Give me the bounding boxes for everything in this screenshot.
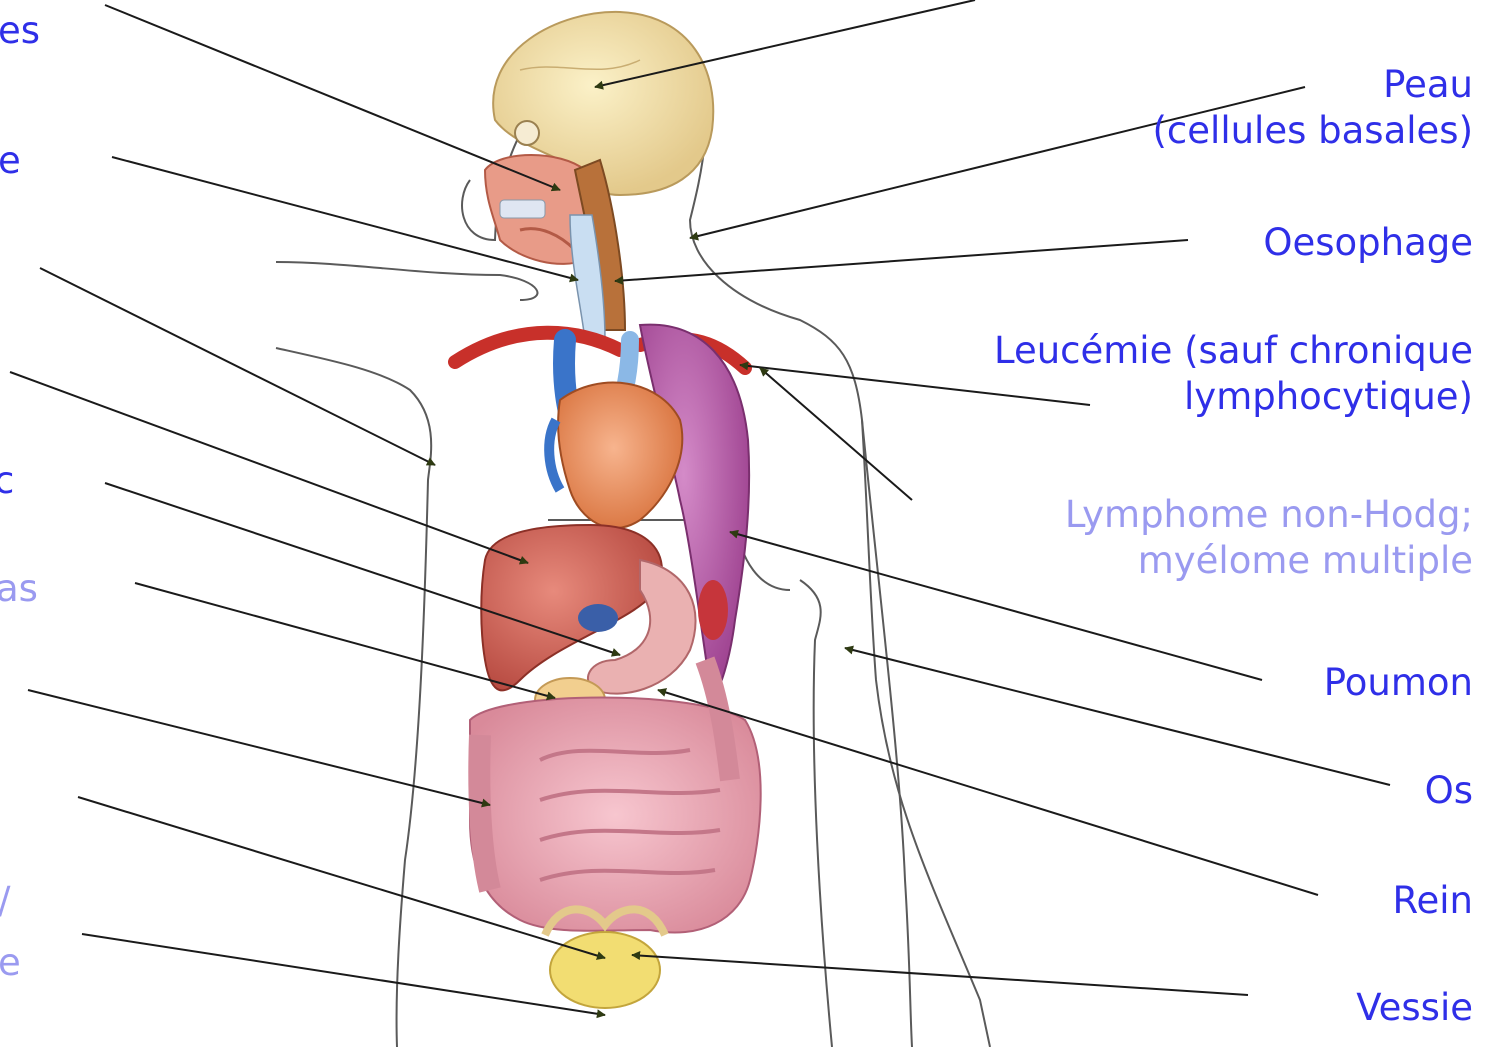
label-skin: Peau (cellules basales) xyxy=(1153,62,1474,154)
label-leukemia: Leucémie (sauf chronique lymphocytique) xyxy=(994,328,1473,420)
mouth xyxy=(485,155,585,264)
label-bone: Os xyxy=(1425,768,1473,814)
leader-line-bladder xyxy=(632,955,1248,995)
label-skin-line1: Peau xyxy=(1153,62,1474,108)
bladder xyxy=(550,932,660,1008)
label-left-cut-4: as xyxy=(0,566,38,612)
leader-line-l9 xyxy=(82,934,605,1015)
leader-line-l1 xyxy=(105,5,560,190)
label-left-cut-2: e xyxy=(0,138,21,184)
label-lymphoma: Lymphome non-Hodg; myélome multiple xyxy=(1065,492,1473,584)
label-leukemia-line1: Leucémie (sauf chronique xyxy=(994,328,1473,374)
label-left-cut-1: es xyxy=(0,8,40,54)
spleen xyxy=(698,580,728,640)
label-left-cut-5: / xyxy=(0,878,10,924)
label-skin-line2: (cellules basales) xyxy=(1153,108,1474,154)
label-bladder: Vessie xyxy=(1356,985,1473,1031)
label-esophagus: Oesophage xyxy=(1263,220,1473,266)
label-lymphoma-line1: Lymphome non-Hodg; xyxy=(1065,492,1473,538)
gallbladder xyxy=(578,604,618,632)
label-left-cut-6: e xyxy=(0,940,21,986)
leader-line-esophagus xyxy=(615,240,1188,281)
leader-line-l3 xyxy=(40,268,435,465)
label-kidney: Rein xyxy=(1392,878,1473,924)
label-leukemia-line2: lymphocytique) xyxy=(994,374,1473,420)
label-lung: Poumon xyxy=(1324,660,1473,706)
label-lymphoma-line2: myélome multiple xyxy=(1065,538,1473,584)
leader-line-l7 xyxy=(28,690,490,805)
leader-line-l4 xyxy=(10,372,528,563)
leader-line-bone xyxy=(845,648,1390,785)
intestines xyxy=(470,660,761,933)
leader-line-lymphoma xyxy=(760,368,912,500)
heart xyxy=(558,383,682,528)
label-left-cut-3: c xyxy=(0,458,14,504)
